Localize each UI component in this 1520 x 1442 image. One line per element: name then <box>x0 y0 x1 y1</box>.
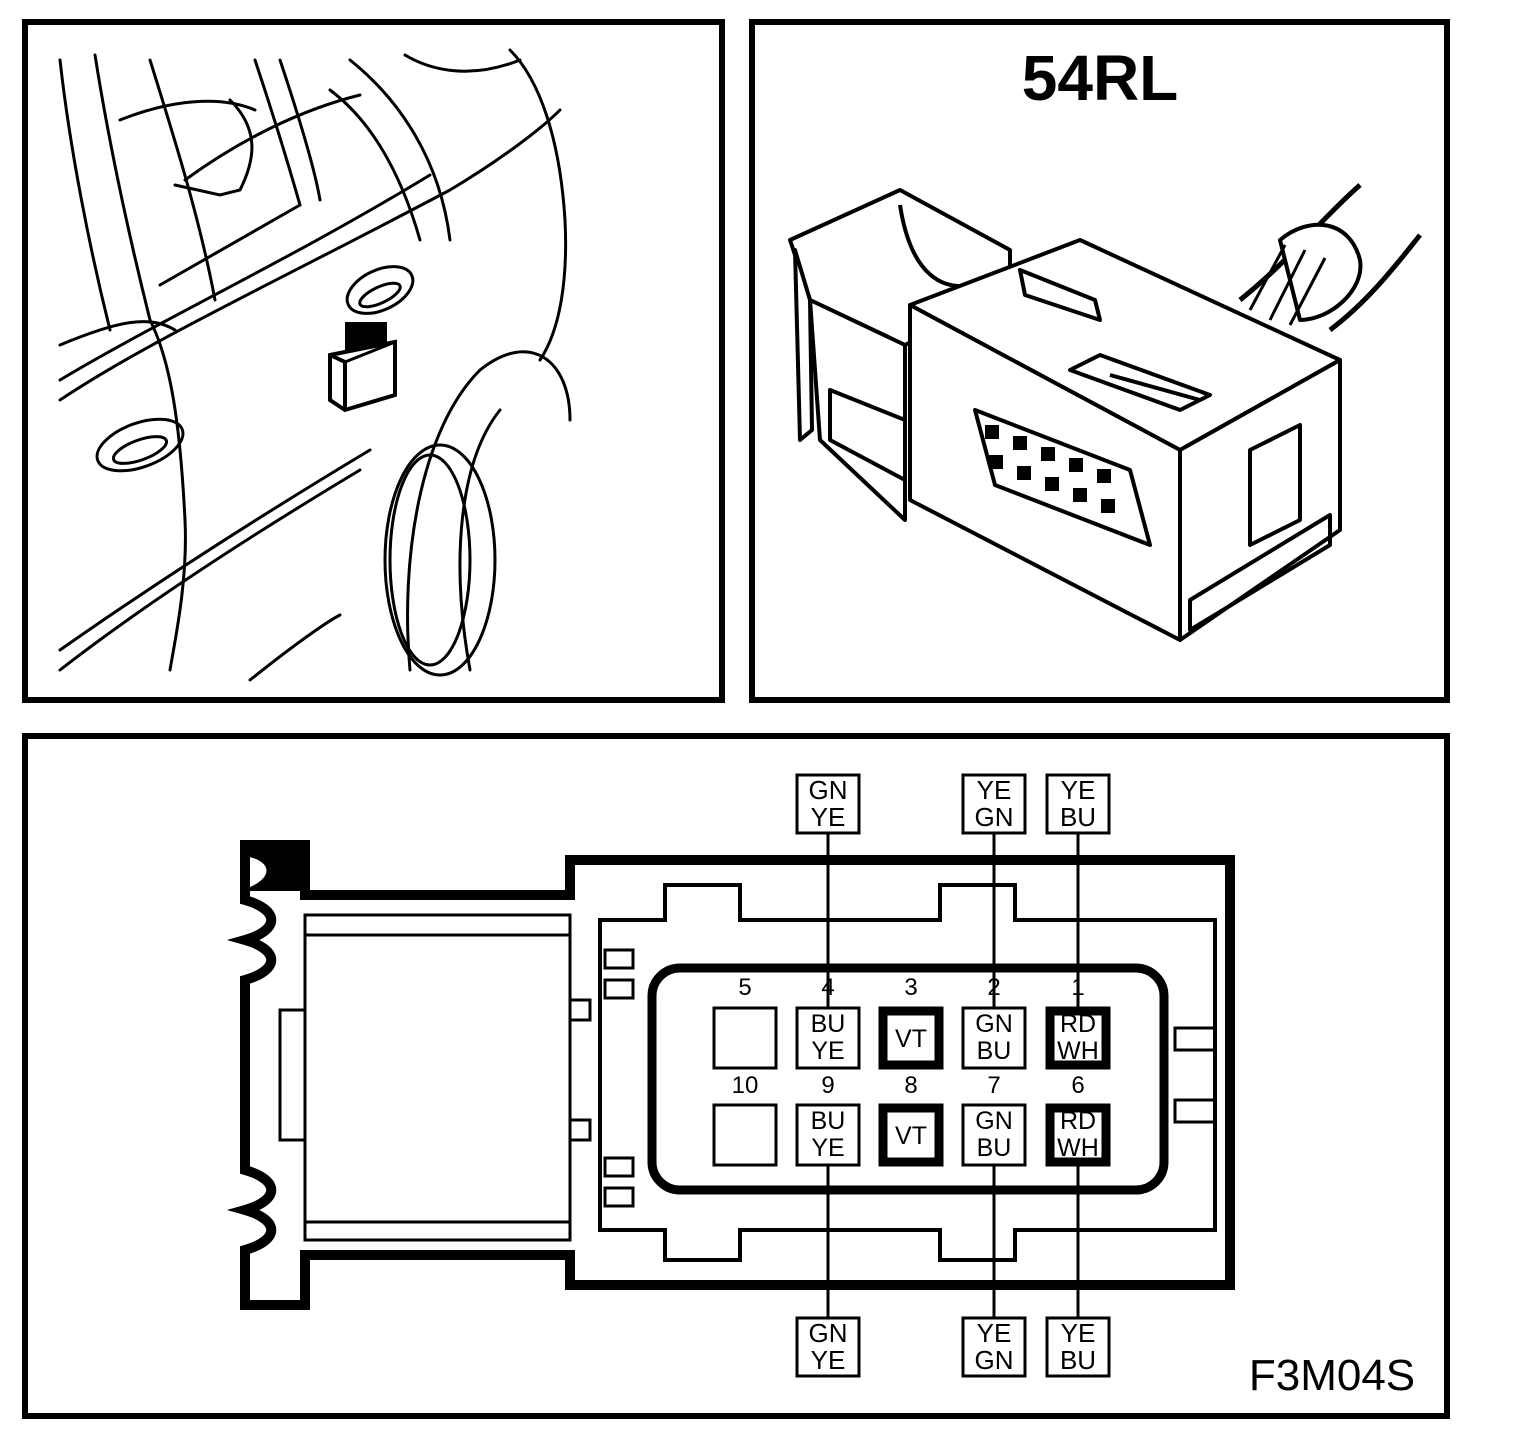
wire-label-box <box>795 1316 861 1378</box>
wire-label-box <box>1045 773 1111 835</box>
car-location-panel <box>22 19 725 703</box>
pin-wire-color: BU <box>811 1107 846 1135</box>
pin-number: 7 <box>987 1072 1000 1099</box>
pin-cavity <box>1045 1103 1111 1167</box>
pin-wire-color: BU <box>811 1010 846 1038</box>
wire-color-text: YE <box>811 802 846 832</box>
wire-label-box <box>961 1316 1027 1378</box>
wire-color-text: GN <box>975 1345 1014 1375</box>
pin-5: 5 <box>712 974 778 1070</box>
wire-color-text: YE <box>977 775 1012 805</box>
pin-wire-color: GN <box>975 1107 1013 1135</box>
wire-leads <box>826 833 1080 1318</box>
pin-cavity <box>712 1103 778 1167</box>
pin-wire-color: YE <box>811 1134 844 1162</box>
pin-wire-color: RD <box>1060 1107 1096 1135</box>
wire-color-text: YE <box>977 1318 1012 1348</box>
pin-wire-color: VT <box>895 1025 927 1053</box>
wire-color-text: BU <box>1060 802 1096 832</box>
pin-3: 3VT <box>878 974 944 1070</box>
pinout-panel: 1RDWH2GNBU3VT4BUYE56RDWH7GNBU8VT9BUYE10 … <box>22 733 1450 1419</box>
figure-code: F3M04S <box>1249 1351 1415 1400</box>
pin-number: 8 <box>904 1072 917 1099</box>
wire-color-text: YE <box>1061 775 1096 805</box>
wire-color-text: YE <box>811 1345 846 1375</box>
pin-number: 10 <box>732 1072 759 1099</box>
pin-cavity <box>712 1006 778 1070</box>
pin-number: 4 <box>821 974 834 1001</box>
connector-pin-cavities <box>985 425 1115 513</box>
pin-cavity <box>878 1103 944 1167</box>
pin-10: 10 <box>712 1072 778 1167</box>
connector-title: 54RL <box>1022 42 1179 114</box>
pin-number: 9 <box>821 1072 834 1099</box>
pin-cavity <box>795 1006 861 1070</box>
connector-location-marker <box>328 322 397 413</box>
wire-label-box <box>1045 1316 1111 1378</box>
pin-wire-color: RD <box>1060 1010 1096 1038</box>
pin-cavity <box>961 1103 1027 1167</box>
pin-wire-color: YE <box>811 1037 844 1065</box>
wire-color-text: GN <box>809 1318 848 1348</box>
pin-wire-color: GN <box>975 1010 1013 1038</box>
pin-wire-color: WH <box>1057 1134 1099 1162</box>
connector-outline <box>226 840 1235 1310</box>
panel-frame-connector <box>749 19 1450 703</box>
pin-wire-color: WH <box>1057 1037 1099 1065</box>
wire-color-text: GN <box>809 775 848 805</box>
wire-color-text: GN <box>975 802 1014 832</box>
pin-number: 5 <box>738 974 751 1001</box>
panel-frame-pinout <box>22 733 1450 1419</box>
connector-view-panel: 54RL <box>749 19 1450 703</box>
wire-color-text: BU <box>1060 1345 1096 1375</box>
wire-label-box <box>961 773 1027 835</box>
connector-3d-illustration <box>788 183 1422 642</box>
pin-number: 6 <box>1071 1072 1084 1099</box>
pin-number: 1 <box>1071 974 1084 1001</box>
wire-label-box <box>795 773 861 835</box>
pin-8: 8VT <box>878 1072 944 1167</box>
pin-number: 2 <box>987 974 1000 1001</box>
pin-wire-color: VT <box>895 1122 927 1150</box>
pin-number: 3 <box>904 974 917 1001</box>
pin-cavity <box>961 1006 1027 1070</box>
pin-cavity <box>878 1006 944 1070</box>
pin-cavity <box>795 1103 861 1167</box>
pin-wire-color: BU <box>977 1134 1012 1162</box>
pin-wire-color: BU <box>977 1037 1012 1065</box>
panel-frame-location <box>22 19 725 703</box>
wire-color-text: YE <box>1061 1318 1096 1348</box>
car-body-illustration <box>58 48 572 682</box>
pin-cavity <box>1045 1006 1111 1070</box>
